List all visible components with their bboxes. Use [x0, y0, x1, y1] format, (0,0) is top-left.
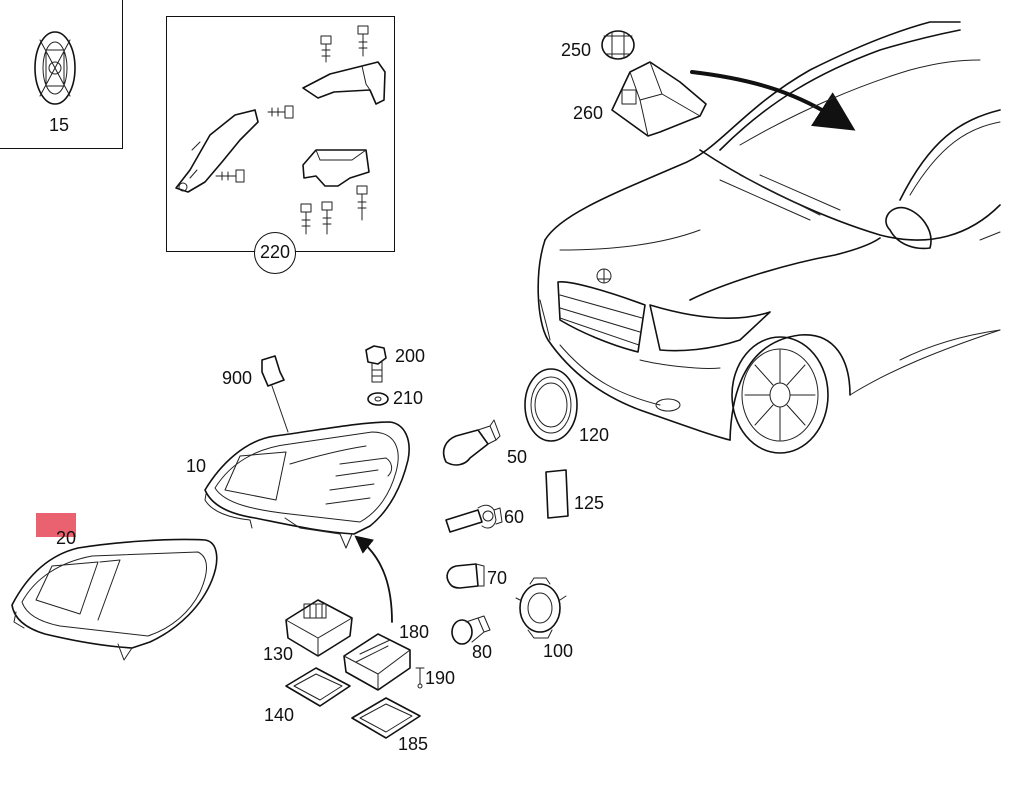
callout-190[interactable]: 190 [425, 668, 456, 688]
part-10-illustration[interactable] [204, 421, 410, 549]
car-illustration [537, 21, 1001, 454]
callout-15[interactable]: 15 [49, 115, 70, 135]
part-70-illustration[interactable] [446, 563, 485, 589]
part-180-illustration[interactable] [343, 633, 411, 691]
part-130-illustration[interactable] [285, 599, 353, 657]
callout-80[interactable]: 80 [472, 642, 493, 662]
callout-900[interactable]: 900 [222, 368, 253, 388]
callout-180[interactable]: 180 [399, 622, 430, 642]
callout-50[interactable]: 50 [507, 447, 528, 467]
callout-120[interactable]: 120 [579, 425, 610, 445]
callout-260[interactable]: 260 [573, 103, 604, 123]
part-60-illustration[interactable] [445, 504, 503, 533]
callout-100[interactable]: 100 [543, 641, 574, 661]
callout-185[interactable]: 185 [398, 734, 429, 754]
part-220-kit-frame [166, 16, 395, 252]
part-220-illustration[interactable] [175, 25, 386, 235]
callout-130[interactable]: 130 [263, 644, 294, 664]
callout-210[interactable]: 210 [393, 388, 424, 408]
callout-70[interactable]: 70 [487, 568, 508, 588]
part-50-illustration[interactable] [442, 419, 501, 466]
callout-20[interactable]: 20 [56, 528, 77, 548]
highlight-marker [36, 513, 76, 537]
part-20-illustration[interactable] [11, 538, 218, 661]
part-80-illustration[interactable] [451, 615, 491, 645]
part-15-illustration[interactable] [34, 31, 76, 105]
part-260-illustration[interactable] [611, 61, 707, 137]
part-15-frame [0, 0, 123, 149]
callout-250[interactable]: 250 [561, 40, 592, 60]
part-190-illustration[interactable] [415, 667, 425, 689]
part-185-illustration[interactable] [351, 697, 421, 739]
callout-125[interactable]: 125 [574, 493, 605, 513]
part-140-illustration[interactable] [285, 667, 351, 707]
part-250-illustration[interactable] [601, 30, 635, 60]
part-900-illustration[interactable] [261, 355, 289, 433]
part-125-illustration[interactable] [545, 469, 569, 519]
callout-140[interactable]: 140 [264, 705, 295, 725]
part-100-illustration[interactable] [515, 577, 567, 639]
part-210-illustration[interactable] [367, 392, 389, 406]
part-120-illustration[interactable] [524, 368, 578, 442]
callout-220[interactable]: 220 [254, 232, 296, 274]
callout-200[interactable]: 200 [395, 346, 426, 366]
callout-10[interactable]: 10 [186, 456, 207, 476]
part-200-illustration[interactable] [365, 345, 387, 383]
callout-60[interactable]: 60 [504, 507, 525, 527]
